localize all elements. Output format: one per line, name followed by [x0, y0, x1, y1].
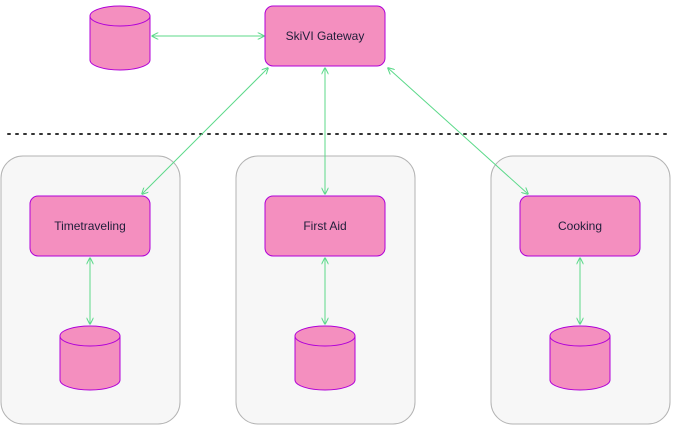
gateway-database-icon	[89, 5, 151, 71]
gateway-node[interactable]: SkiVI Gateway	[264, 5, 386, 67]
service-label-cooking: Cooking	[558, 219, 602, 233]
gateway-label: SkiVI Gateway	[286, 29, 365, 43]
connector-gateway-cooking	[388, 68, 528, 194]
service-label-first-aid: First Aid	[303, 219, 346, 233]
service-label-timetraveling: Timetraveling	[54, 219, 126, 233]
service-node-first-aid[interactable]: First Aid	[264, 195, 386, 257]
cooking-database-icon	[549, 325, 611, 391]
first-aid-database-icon	[294, 325, 356, 391]
service-node-cooking[interactable]: Cooking	[519, 195, 641, 257]
connector-gateway-timetraveling	[142, 68, 268, 194]
timetraveling-database-icon	[59, 325, 121, 391]
service-node-timetraveling[interactable]: Timetraveling	[29, 195, 151, 257]
